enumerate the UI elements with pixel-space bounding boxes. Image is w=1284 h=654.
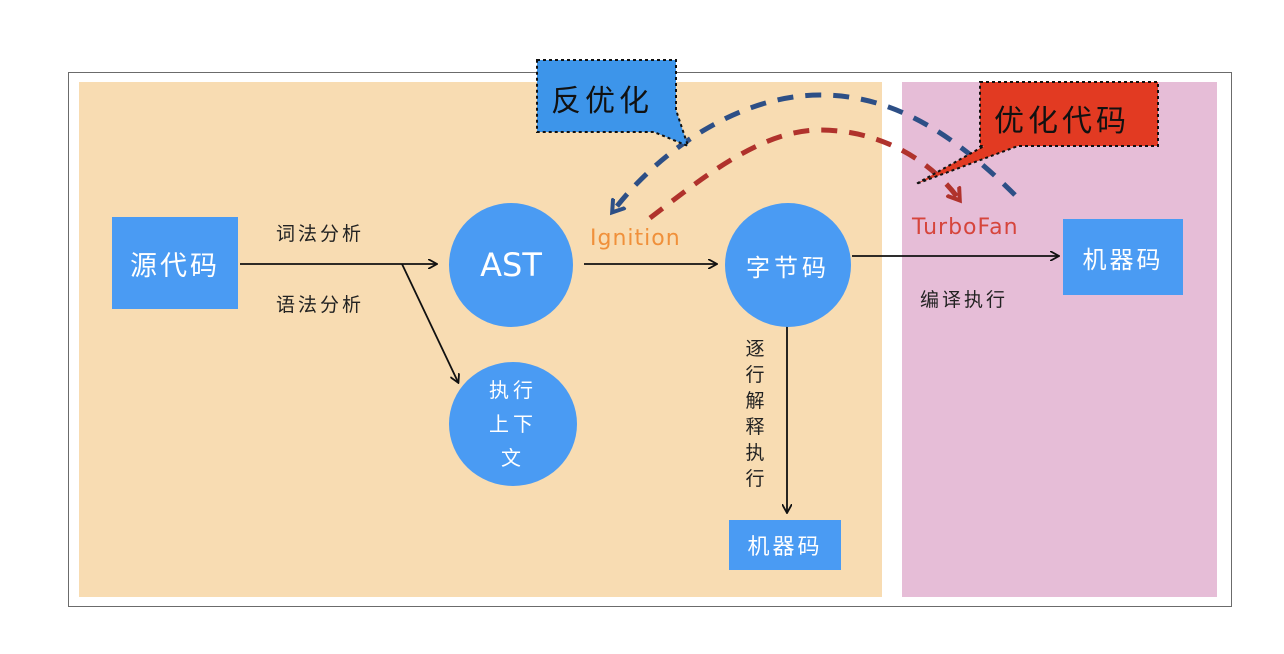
deoptimize-label: 反优化 [551, 84, 653, 119]
ast-label: AST [480, 246, 542, 284]
interpret-exec-label: 逐行解释执行 [745, 338, 765, 490]
optimize-label: 优化代码 [994, 104, 1130, 139]
exec-context-node: 执行上下文 [449, 362, 577, 486]
edge-to-exec-context [401, 263, 458, 382]
ast-node: AST [449, 203, 573, 327]
optimize-arrow [648, 127, 958, 220]
bytecode-label: 字节码 [746, 253, 830, 282]
machine-code-right-label: 机器码 [1082, 245, 1164, 274]
compile-exec-label: 编译执行 [920, 289, 1009, 311]
machine-code-node-right: 机器码 [1063, 219, 1183, 295]
source-code-node: 源代码 [112, 217, 238, 309]
machine-code-node-bottom: 机器码 [729, 520, 841, 570]
syntax-analysis-label: 语法分析 [276, 294, 365, 316]
source-code-label: 源代码 [130, 250, 220, 282]
deoptimize-callout-shape [536, 59, 690, 148]
ignition-label: Ignition [590, 226, 681, 251]
interpreter-region [79, 82, 882, 597]
exec-context-label: 执行上下文 [489, 378, 537, 470]
deoptimize-arrow [614, 92, 1017, 210]
lexical-analysis-label: 词法分析 [276, 223, 365, 245]
turbofan-label: TurboFan [912, 215, 1019, 240]
bytecode-node: 字节码 [725, 203, 851, 327]
machine-code-bottom-label: 机器码 [747, 535, 823, 560]
optimize-callout-shape [915, 81, 1159, 185]
